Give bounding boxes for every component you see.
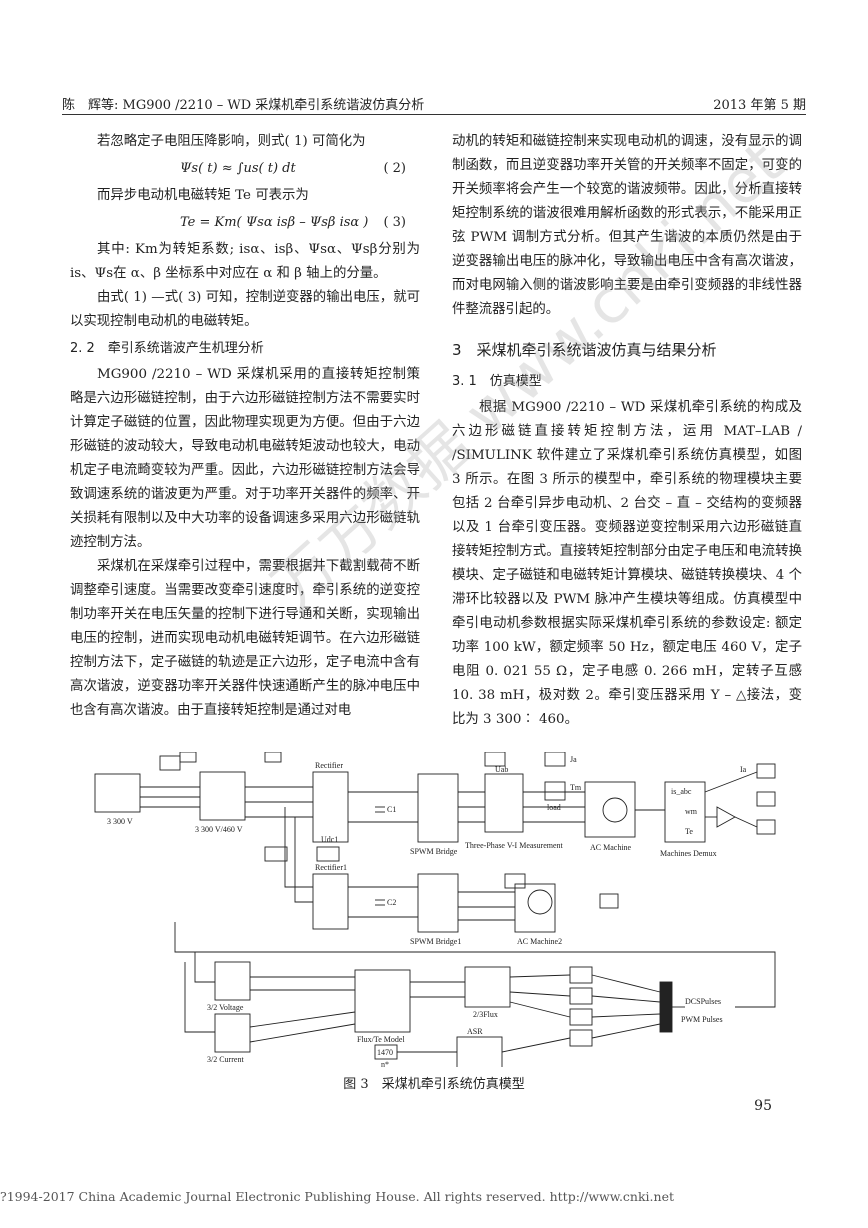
diagram-label: Tm [570, 783, 582, 792]
spwm-bridge-block [417, 773, 459, 843]
voltage-32-block [214, 961, 251, 1001]
diagram-label: Ia [740, 765, 747, 774]
diagram-label: n* [381, 1060, 389, 1067]
diagram-label: Flux/Te Model [357, 1035, 405, 1044]
simulink-diagram: 3 300 V 3 300 V/460 V Rectifier Rectifie… [85, 751, 790, 1070]
diagram-label: Te [685, 827, 693, 836]
ac-machine-2-symbol [527, 889, 553, 915]
running-header: 陈 辉等: MG900 /2210 – WD 采煤机牵引系统谐波仿真分析 201… [62, 92, 806, 115]
paragraph: 根据 MG900 /2210 – WD 采煤机牵引系统的构成及六边形磁链直接转矩… [452, 400, 802, 727]
ac-machine-symbol [602, 797, 628, 823]
equation-body: Te = Km( Ψsα isβ – Ψsβ isα ) [180, 215, 369, 230]
subsection-heading: 3. 1 仿真模型 [452, 374, 542, 389]
voltage-source-block [94, 773, 141, 813]
diagram-label: C1 [387, 805, 396, 814]
diagram-label: ASR [467, 1027, 483, 1036]
paragraph: 而异步电动机电磁转矩 Te 可表示为 [97, 188, 309, 203]
paragraph: 若忽略定子电阻压降影响，则式( 1) 可简化为 [97, 134, 366, 149]
current-32-block [214, 1013, 251, 1053]
diagram-label: AC Machine [590, 843, 632, 852]
paragraph: 动机的转矩和磁链控制来实现电动机的调速，没有显示的调制函数，而且逆变器功率开关管… [452, 134, 802, 317]
diagram-label: is_abc [671, 787, 692, 796]
diagram-label: Uab [495, 765, 508, 774]
diagram-label: 3/2 Voltage [207, 1003, 244, 1012]
diagram-label: DCSPulses [685, 997, 721, 1006]
mux-bar [659, 981, 673, 1033]
asr-block [456, 1036, 503, 1070]
header-title: 陈 辉等: MG900 /2210 – WD 采煤机牵引系统谐波仿真分析 [62, 98, 425, 113]
right-column: 动机的转矩和磁链控制来实现电动机的调速，没有显示的调制函数，而且逆变器功率开关管… [452, 130, 802, 732]
flux-te-model-block [354, 969, 411, 1033]
diagram-label: wm [685, 807, 698, 816]
vi-measurement-block [484, 773, 524, 833]
paragraph: 采煤机在采煤牵引过程中，需要根据井下截割载荷不断调整牵引速度。当需要改变牵引速度… [70, 559, 420, 718]
diagram-label: AC Machine2 [517, 937, 562, 946]
page-number: 95 [754, 1098, 772, 1114]
equation-body: Ψs( t) ≈ ∫us( t) dt [180, 161, 296, 176]
diagram-label: 2/3Flux [473, 1010, 498, 1019]
spwm-bridge-block-2 [417, 873, 459, 933]
diagram-label: C2 [387, 898, 396, 907]
section-heading: 2. 2 牵引系统谐波产生机理分析 [70, 341, 264, 356]
diagram-label: load [547, 803, 561, 812]
paragraph: 由式( 1) —式( 3) 可知，控制逆变器的输出电压，就可以实现控制电动机的电… [70, 290, 420, 329]
equation-number: ( 2) [383, 161, 406, 176]
diagram-label: Machines Demux [660, 849, 717, 858]
diagram-label: SPWM Bridge1 [410, 937, 461, 946]
diagram-label: 3/2 Current [207, 1055, 244, 1064]
section-heading: 3 采煤机牵引系统谐波仿真与结果分析 [452, 341, 717, 359]
paragraph: MG900 /2210 – WD 采煤机采用的直接转矩控制策略是六边形磁链控制，… [70, 367, 420, 550]
diagram-label: 1470 [377, 1048, 393, 1057]
machines-demux-block [664, 781, 706, 843]
rectifier-block-2 [312, 873, 349, 930]
copyright-footer: ?1994-2017 China Academic Journal Electr… [0, 1189, 674, 1204]
transformer-block [199, 771, 246, 821]
diagram-label: Rectifier [315, 761, 343, 770]
header-issue: 2013 年第 5 期 [713, 98, 806, 113]
diagram-label: Udc1 [321, 835, 338, 844]
rectifier-block [312, 771, 349, 843]
diagram-label: SPWM Bridge [410, 847, 458, 856]
flux-23-block [464, 966, 511, 1008]
equation-number: ( 3) [383, 215, 406, 230]
diagram-label: Three-Phase V-I Measurement [465, 841, 564, 850]
diagram-label: 3 300 V [107, 817, 133, 826]
diagram-label: PWM Pulses [681, 1015, 723, 1024]
paragraph: 其中: Km为转矩系数; isα、isβ、Ψsα、Ψsβ分别为 is、Ψs在 α… [70, 242, 420, 281]
diagram-label: Ja [570, 755, 577, 764]
equation-2: Ψs( t) ≈ ∫us( t) dt ( 2) [70, 154, 420, 184]
equation-3: Te = Km( Ψsα isβ – Ψsβ isα ) ( 3) [70, 208, 420, 238]
left-column: 若忽略定子电阻压降影响，则式( 1) 可简化为 Ψs( t) ≈ ∫us( t)… [70, 130, 420, 723]
diagram-svg: 3 300 V 3 300 V/460 V Rectifier Rectifie… [94, 751, 776, 1070]
diagram-label: Rectifier1 [315, 863, 347, 872]
figure-caption: 图 3 采煤机牵引系统仿真模型 [343, 1077, 525, 1092]
diagram-label: 3 300 V/460 V [195, 825, 243, 834]
